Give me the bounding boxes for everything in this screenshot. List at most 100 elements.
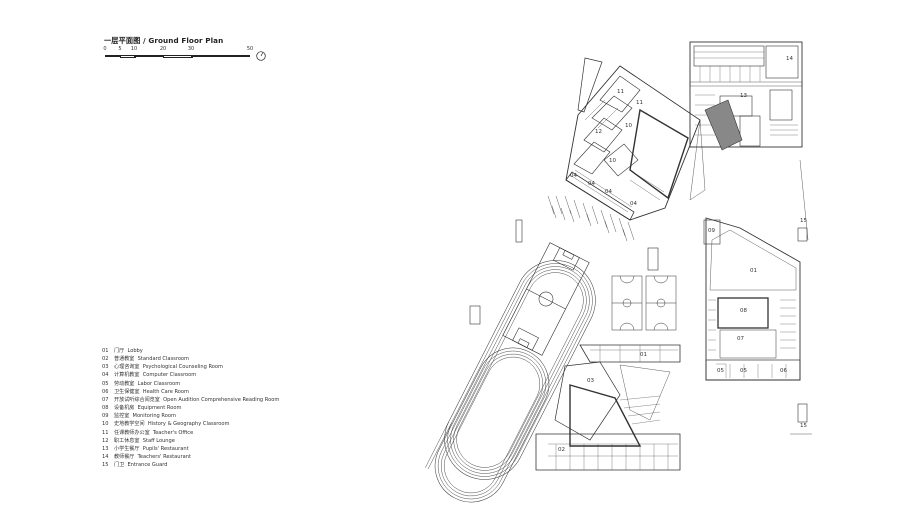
- legend-label-zh: 开放试听综合阅览室: [114, 396, 160, 403]
- scale-tick-20: 20: [159, 46, 167, 52]
- scale-bar: 0 5 10 20 30 50: [100, 46, 275, 68]
- legend-number: 15: [102, 462, 109, 469]
- legend-label-zh: 监控室: [114, 413, 130, 420]
- legend-label-zh: 设备机房: [114, 405, 135, 412]
- room-label: 04: [588, 181, 595, 187]
- legend-label-zh: 门厅: [114, 348, 125, 354]
- legend-label-en: Equipment Room: [137, 405, 182, 412]
- legend-label-en: Open Audition Comprehensive Reading Room: [163, 396, 280, 403]
- legend-label-en: Psychological Counseling Room: [142, 364, 224, 371]
- legend-number: 05: [102, 380, 109, 387]
- north-arrow-icon: [256, 51, 266, 61]
- room-labels: 04 04 04 04 10 10 11 11 12 13 14 09 01 0…: [558, 56, 807, 453]
- legend-label-zh: 职工休息室: [114, 437, 140, 444]
- legend-number: 02: [102, 356, 109, 363]
- legend-item: 08 设备机房 Equipment Room: [102, 404, 279, 412]
- bike-racks: [547, 195, 635, 242]
- entrance-guard-structures: [469, 159, 812, 435]
- legend-label-en: Standard Classroom: [137, 356, 190, 363]
- room-label: 04: [570, 173, 577, 179]
- room-label: 13: [740, 93, 747, 99]
- legend-label-zh: 门卫: [114, 462, 125, 469]
- room-label: 15: [800, 423, 807, 429]
- legend-label-zh: 劳动教室: [114, 380, 135, 387]
- scale-segment: [134, 55, 163, 57]
- room-label: 14: [786, 56, 793, 62]
- room-label: 01: [640, 352, 647, 358]
- legend-number: 04: [102, 372, 109, 379]
- scale-tick-10: 10: [130, 46, 138, 52]
- scale-tick-50: 50: [246, 46, 254, 52]
- legend-label-en: Teacher's Office: [152, 429, 194, 436]
- teaching-block-east: [703, 217, 801, 381]
- basketball-courts: [611, 275, 677, 331]
- scale-tick-5: 5: [118, 46, 122, 52]
- legend-item: 09 监控室 Monitoring Room: [102, 412, 279, 420]
- legend-number: 10: [102, 421, 109, 428]
- legend-number: 14: [102, 454, 109, 461]
- legend-label-en: Labor Classroom: [137, 380, 181, 387]
- legend-number: 03: [102, 364, 109, 371]
- room-label: 05: [740, 368, 747, 374]
- legend-label-en: Pupils' Restaurant: [142, 445, 189, 452]
- legend-label-zh: 计算机教室: [114, 372, 140, 379]
- scale-segment: [105, 55, 120, 57]
- legend-number: 09: [102, 413, 109, 420]
- legend-number: 12: [102, 437, 109, 444]
- scale-tick-0: 0: [103, 46, 107, 52]
- room-label: 08: [740, 308, 747, 314]
- legend-item: 07 开放试听综合阅览室 Open Audition Comprehensive …: [102, 396, 279, 404]
- legend-item: 02 普通教室 Standard Classroom: [102, 355, 279, 363]
- legend-number: 07: [102, 396, 109, 403]
- lower-track: [434, 347, 550, 503]
- room-label: 03: [587, 378, 594, 384]
- legend-label-zh: 心理咨询室: [114, 364, 140, 371]
- legend-item: 14 教师餐厅 Teachers' Restaurant: [102, 453, 279, 461]
- legend-item: 11 任课教师办公室 Teacher's Office: [102, 429, 279, 437]
- legend-item: 05 劳动教室 Labor Classroom: [102, 380, 279, 388]
- room-label: 10: [625, 123, 632, 129]
- legend-item: 03 心理咨询室 Psychological Counseling Room: [102, 363, 279, 371]
- page-title: 一层平面图 / Ground Floor Plan: [104, 36, 224, 45]
- room-label: 12: [595, 129, 602, 135]
- legend-label-en: Staff Lounge: [142, 437, 175, 444]
- legend-label-zh: 小学生餐厅: [114, 445, 140, 452]
- legend-label-zh: 教师餐厅: [114, 454, 135, 461]
- restaurant-building: [689, 41, 803, 151]
- legend-label-en: Computer Classroom: [142, 372, 197, 379]
- legend-label-zh: 任课教师办公室: [114, 429, 150, 436]
- legend-item: 10 史地教学空间 History & Geography Classroom: [102, 420, 279, 428]
- legend-item: 04 计算机教室 Computer Classroom: [102, 371, 279, 379]
- scale-segment: [191, 55, 250, 57]
- teaching-block-north: [565, 57, 706, 221]
- room-label: 07: [737, 336, 744, 342]
- legend-item: 12 职工休息室 Staff Lounge: [102, 437, 279, 445]
- football-field: [502, 242, 590, 356]
- legend-label-en: Teachers' Restaurant: [137, 454, 191, 461]
- teaching-block-south: [535, 344, 681, 471]
- room-label: 01: [750, 268, 757, 274]
- room-label: 05: [717, 368, 724, 374]
- legend-label-en: Entrance Guard: [127, 462, 168, 469]
- room-label: 11: [617, 89, 624, 95]
- legend-item: 15 门卫 Entrance Guard: [102, 461, 279, 469]
- legend-label-zh: 史地教学空间: [114, 421, 145, 428]
- room-label: 15: [800, 218, 807, 224]
- legend-number: 13: [102, 445, 109, 452]
- legend-number: 08: [102, 405, 109, 412]
- room-label: 11: [636, 100, 643, 106]
- room-label: 09: [708, 228, 715, 234]
- legend-label-zh: 普通教室: [114, 356, 135, 363]
- room-label: 06: [780, 368, 787, 374]
- legend-number: 11: [102, 429, 109, 436]
- scale-tick-30: 30: [187, 46, 195, 52]
- legend-label-en: History & Geography Classroom: [147, 421, 230, 428]
- legend-number: 01: [102, 348, 109, 354]
- room-label: 04: [630, 201, 637, 207]
- legend-label-en: Health Care Room: [142, 388, 189, 395]
- legend-label-en: Monitoring Room: [132, 413, 176, 420]
